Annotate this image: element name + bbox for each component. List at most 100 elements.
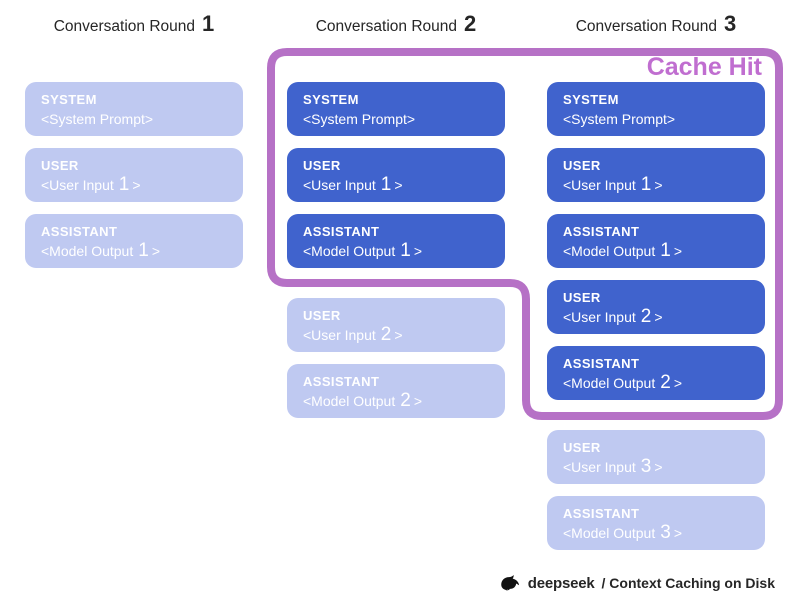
message-role: ASSISTANT <box>303 374 380 389</box>
message-box-system: SYSTEM <System Prompt> <box>25 82 243 136</box>
message-role: ASSISTANT <box>563 356 640 371</box>
message-role: USER <box>563 290 601 305</box>
content-text: <System Prompt> <box>41 110 154 127</box>
content-text: <System Prompt> <box>563 110 676 127</box>
content-after: > <box>132 176 141 193</box>
column-header: Conversation Round 3 <box>527 13 785 36</box>
column-header: Conversation Round 2 <box>267 13 525 36</box>
content-number: 1 <box>400 239 411 261</box>
content-after: > <box>151 242 160 259</box>
content-text: <Model Output <box>563 374 656 391</box>
deepseek-whale-icon <box>499 574 521 592</box>
message-role: USER <box>563 158 601 173</box>
message-role: SYSTEM <box>303 92 359 107</box>
column-header-label: Conversation Round <box>53 18 196 35</box>
message-content: <System Prompt> <box>563 109 749 129</box>
content-after: > <box>654 308 663 325</box>
message-role: SYSTEM <box>563 92 619 107</box>
message-role: ASSISTANT <box>563 224 640 239</box>
content-number: 1 <box>138 239 149 261</box>
content-number: 2 <box>380 323 392 345</box>
content-text: <Model Output <box>303 392 396 409</box>
message-role: USER <box>563 440 601 455</box>
column-header-number: 1 <box>202 11 215 36</box>
message-role: ASSISTANT <box>563 506 640 521</box>
content-text: <User Input <box>41 176 114 193</box>
content-after: > <box>413 392 422 409</box>
content-text: <System Prompt> <box>303 110 416 127</box>
brand-name: deepseek <box>527 574 595 592</box>
content-after: > <box>654 176 663 193</box>
content-text: <Model Output <box>303 242 396 259</box>
message-role: USER <box>303 158 341 173</box>
content-number: 1 <box>380 173 392 195</box>
content-number: 2 <box>660 371 671 393</box>
diagram-title: / Context Caching on Disk <box>601 575 775 591</box>
content-after: > <box>394 326 403 343</box>
content-after: > <box>654 458 663 475</box>
conversation-round-3-column: Conversation Round 3 SYSTEM <System Promp… <box>547 0 765 605</box>
content-text: <Model Output <box>563 242 656 259</box>
content-number: 1 <box>118 173 130 195</box>
message-role: USER <box>303 308 341 323</box>
message-role: ASSISTANT <box>41 224 118 239</box>
conversation-round-2-column: Conversation Round 2 SYSTEM <System Promp… <box>287 0 505 605</box>
content-number: 1 <box>660 239 671 261</box>
content-text: <User Input <box>563 308 636 325</box>
content-text: <User Input <box>563 176 636 193</box>
column-header-label: Conversation Round <box>575 18 718 35</box>
conversation-round-1-column: Conversation Round 1 SYSTEM <System Promp… <box>25 0 243 605</box>
message-content: <System Prompt> <box>41 109 227 129</box>
cache-hit-label: Cache Hit <box>646 53 762 81</box>
content-number: 2 <box>400 389 411 411</box>
content-after: > <box>394 176 403 193</box>
content-after: > <box>673 524 682 541</box>
message-box-system-cached: SYSTEM <System Prompt> <box>287 82 505 136</box>
column-header: Conversation Round 1 <box>5 13 263 36</box>
footer: deepseek / Context Caching on Disk <box>499 574 775 592</box>
content-after: > <box>413 242 422 259</box>
content-text: <User Input <box>303 326 376 343</box>
content-text: <Model Output <box>563 524 656 541</box>
column-header-label: Conversation Round <box>315 18 458 35</box>
message-box-system-cached: SYSTEM <System Prompt> <box>547 82 765 136</box>
message-role: ASSISTANT <box>303 224 380 239</box>
content-after: > <box>673 242 682 259</box>
column-header-number: 3 <box>724 11 737 36</box>
content-after: > <box>673 374 682 391</box>
content-number: 3 <box>640 455 652 477</box>
content-number: 1 <box>640 173 652 195</box>
column-header-number: 2 <box>464 11 477 36</box>
message-role: USER <box>41 158 79 173</box>
content-text: <User Input <box>563 458 636 475</box>
content-text: <Model Output <box>41 242 134 259</box>
message-role: SYSTEM <box>41 92 97 107</box>
content-number: 3 <box>660 521 671 543</box>
message-content: <System Prompt> <box>303 109 489 129</box>
content-text: <User Input <box>303 176 376 193</box>
